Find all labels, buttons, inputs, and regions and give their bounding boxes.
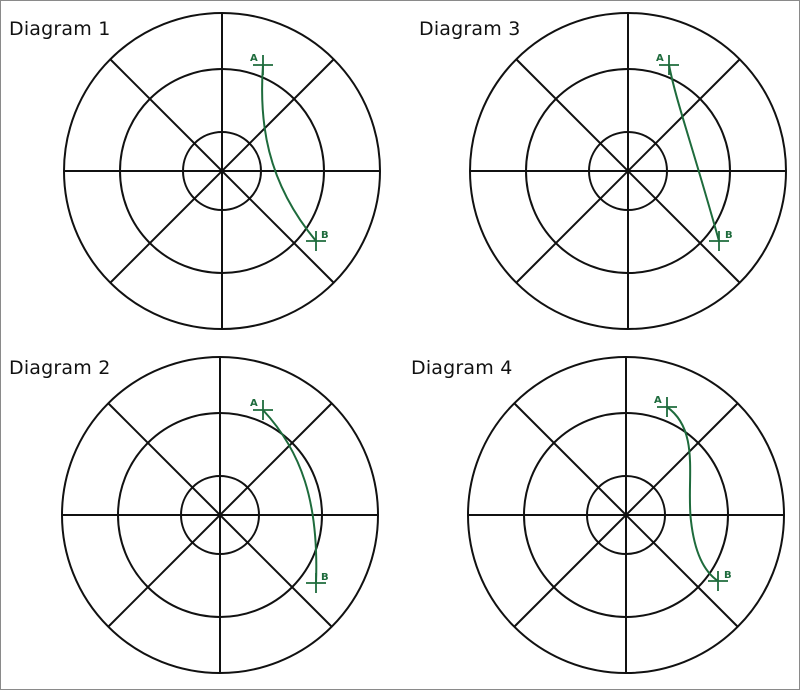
- diagram-4-title: Diagram 4: [411, 357, 513, 379]
- point-a-label: A: [250, 398, 258, 409]
- point-a-marker: A: [656, 53, 679, 75]
- point-a-label: A: [250, 53, 258, 64]
- point-a-label: A: [654, 395, 662, 406]
- point-a-marker: A: [250, 398, 273, 420]
- diagram-1-figure: A B: [63, 12, 381, 330]
- diagonal-spoke: [513, 402, 739, 628]
- point-a-marker: A: [654, 395, 677, 417]
- diagram-1-grid: [63, 12, 381, 330]
- diagram-3-figure: A B: [469, 12, 787, 330]
- diagram-3-title: Diagram 3: [419, 18, 521, 40]
- diagram-2-figure: A B: [61, 356, 379, 674]
- route-line: [666, 406, 719, 582]
- point-b-label: B: [321, 572, 329, 583]
- route-line: [262, 409, 318, 584]
- point-b-marker: B: [708, 570, 732, 591]
- point-b-label: B: [724, 570, 732, 581]
- diagram-3-grid: [469, 12, 787, 330]
- diagram-2-grid: [61, 356, 379, 674]
- point-a-marker: A: [250, 53, 273, 75]
- diagram-1-title: Diagram 1: [9, 18, 111, 40]
- diagonal-spoke: [109, 58, 335, 284]
- point-b-marker: B: [709, 230, 733, 251]
- diagram-4-grid: [467, 356, 785, 674]
- point-a-label: A: [656, 53, 664, 64]
- route-line: [261, 64, 317, 242]
- diagonal-spoke: [107, 402, 333, 628]
- point-b-label: B: [321, 230, 329, 241]
- diagonal-spoke: [515, 58, 741, 284]
- diagram-2-title: Diagram 2: [9, 357, 111, 379]
- point-b-marker: B: [306, 572, 329, 593]
- route-line: [668, 64, 720, 242]
- point-b-marker: B: [306, 230, 329, 251]
- point-b-label: B: [725, 230, 733, 241]
